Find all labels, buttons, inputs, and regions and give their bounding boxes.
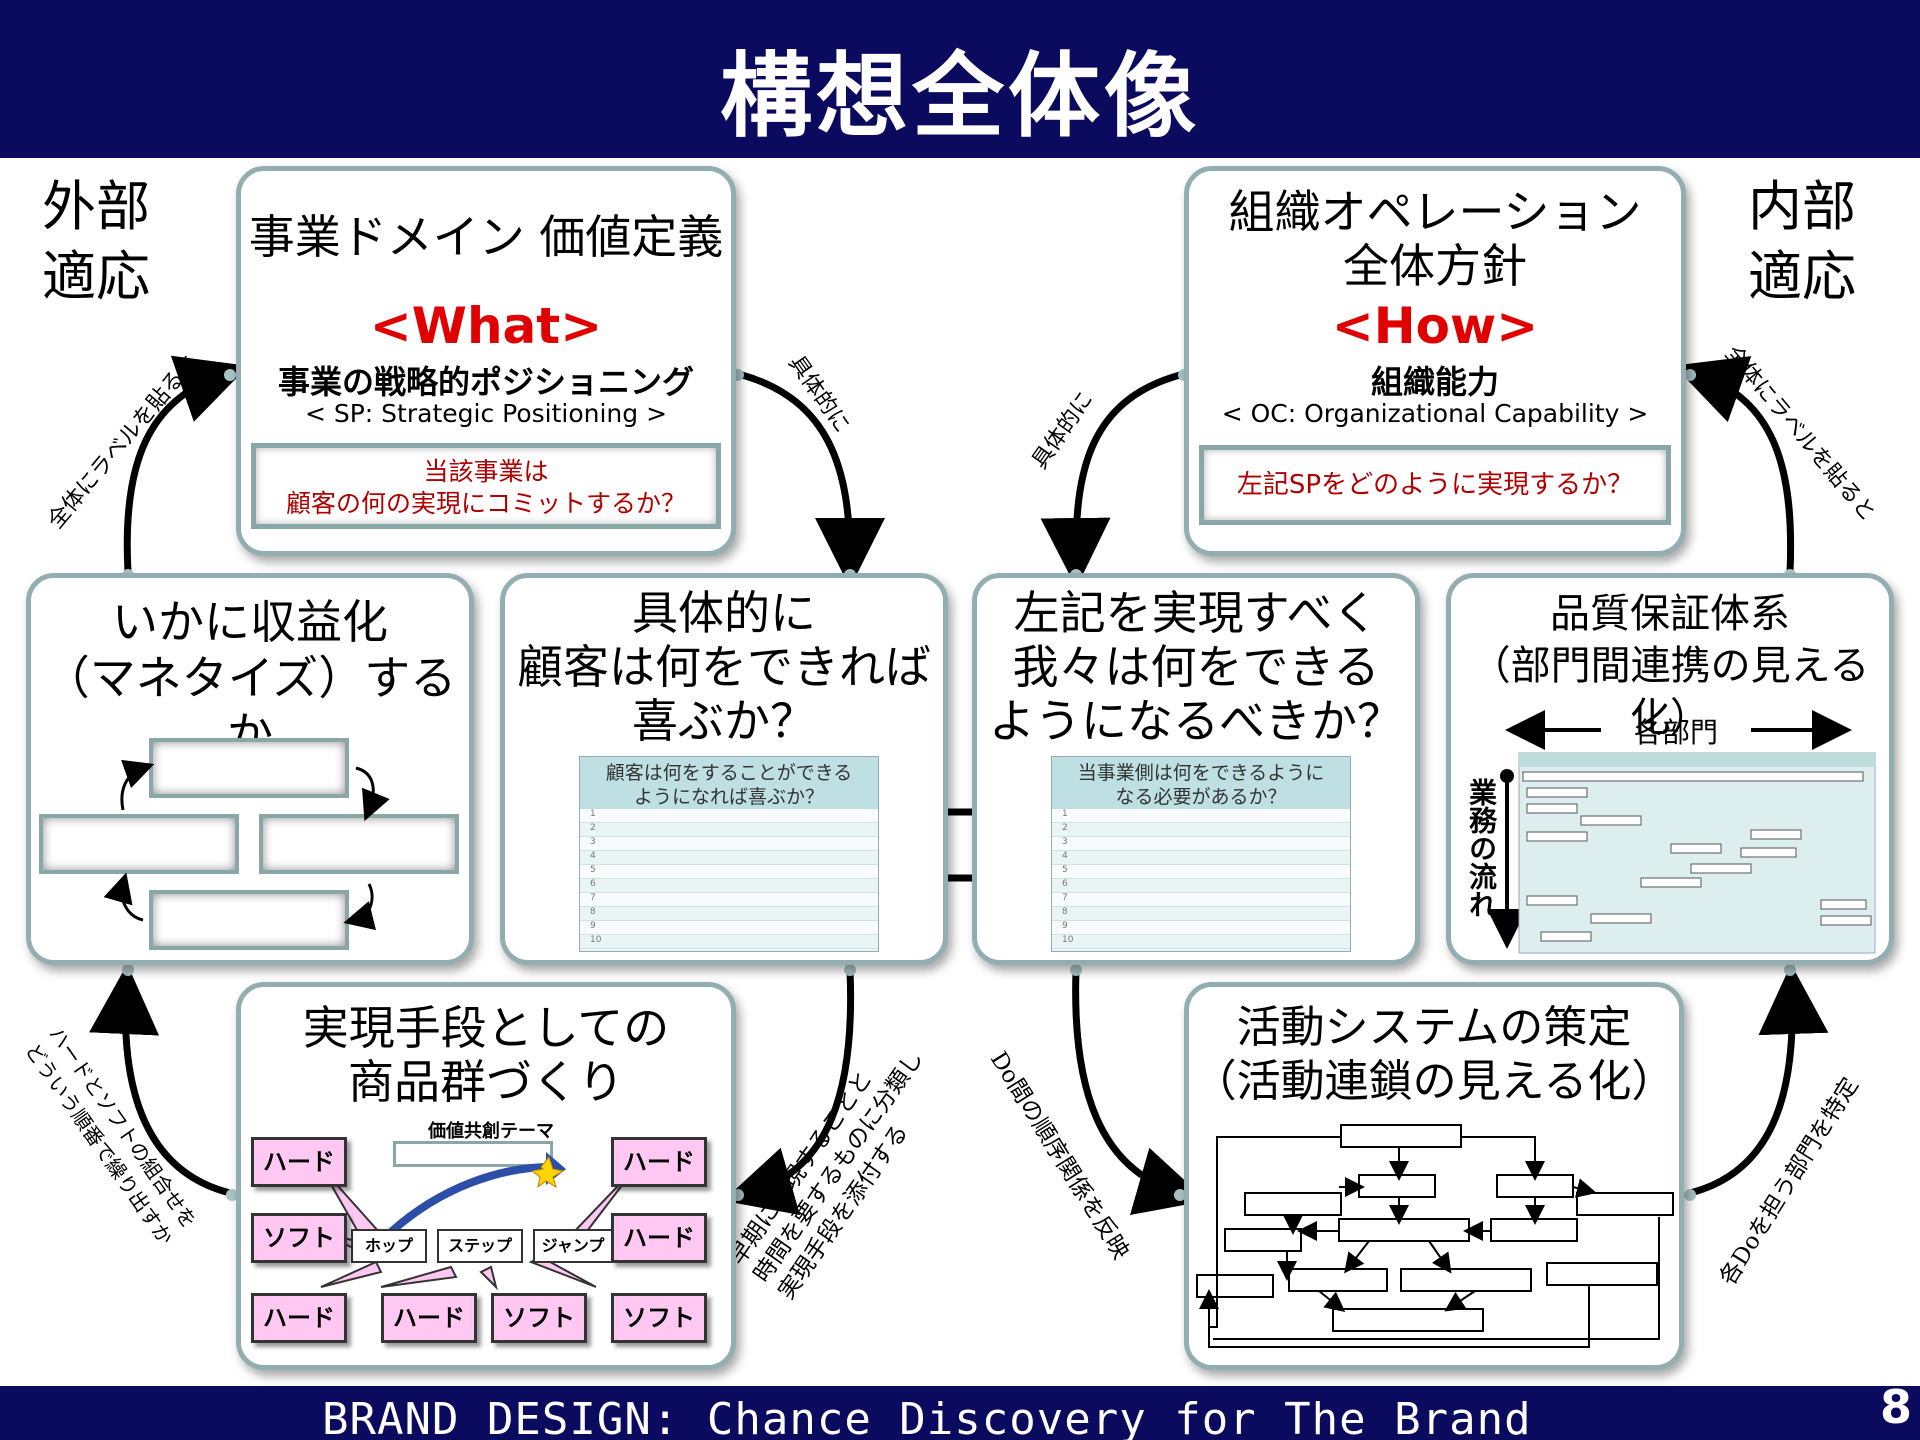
arrow-org-to-realize bbox=[1040, 371, 1181, 588]
how-tag: <How> bbox=[1331, 297, 1539, 355]
table-row: 10 bbox=[1052, 935, 1350, 949]
soft-box-3: ソフト bbox=[611, 1293, 707, 1343]
table-row: 1 bbox=[1052, 809, 1350, 823]
oc-sublabel: < OC: Organizational Capability > bbox=[1221, 399, 1649, 428]
quality-assurance-card: 品質保証体系 （部門間連携の見える化） 各部門 業務の流れ bbox=[1446, 573, 1894, 965]
internal-adaptation-label: 内部 適応 bbox=[1748, 175, 1856, 308]
arrow-domain-to-customer bbox=[741, 371, 885, 588]
commit-question-box: 当該事業は 顧客の何の実現にコミットするか？ bbox=[251, 443, 721, 529]
business-domain-card: 事業ドメイン 価値定義 <What> 事業の戦略的ポジショニング < SP: S… bbox=[236, 166, 736, 556]
table-row: 8 bbox=[1052, 907, 1350, 921]
arrow-customer-to-products bbox=[723, 969, 855, 1215]
quality-flow-diagram bbox=[1487, 710, 1876, 954]
table-row: 4 bbox=[1052, 851, 1350, 865]
soft-box-1: ソフト bbox=[251, 1213, 347, 1263]
table-row: 2 bbox=[1052, 823, 1350, 837]
how-question-box: 左記SPをどのように実現するか？ bbox=[1199, 445, 1671, 525]
hard-box-1: ハード bbox=[251, 1137, 347, 1187]
monetize-box-right bbox=[259, 814, 459, 874]
customer-joy-card: 具体的に 顧客は何をできれば 喜ぶか？ 顧客は何をすることができる ようになれば… bbox=[500, 573, 948, 965]
commit-question-line1: 当該事業は bbox=[423, 457, 549, 486]
external-adaptation-label: 外部 適応 bbox=[42, 175, 150, 308]
table-row: 3 bbox=[580, 837, 878, 851]
footer-bar bbox=[0, 1386, 1920, 1440]
quality-assurance-title: 品質保証体系 （部門間連携の見える化） bbox=[1470, 591, 1870, 741]
hard-box-4: ハード bbox=[611, 1137, 707, 1187]
arrow-monetize-to-domain bbox=[123, 355, 249, 573]
departments-label: 各部門 bbox=[1633, 716, 1718, 749]
table-row: 1 bbox=[580, 809, 878, 823]
monetize-box-left bbox=[39, 814, 239, 874]
customer-table-rows: 1 2 3 4 5 6 7 8 9 10 bbox=[580, 809, 878, 949]
what-tag: <What> bbox=[369, 297, 603, 355]
monetize-box-bottom bbox=[149, 890, 349, 950]
commit-question-line2: 顧客の何の実現にコミットするか？ bbox=[285, 489, 686, 518]
customer-table-header: 顧客は何をすることができる ようになれば喜ぶか？ bbox=[580, 757, 878, 809]
capability-table-header: 当事業側は何をできるように なる必要があるか？ bbox=[1052, 757, 1350, 809]
table-row: 9 bbox=[580, 921, 878, 935]
activity-chain-diagram bbox=[1196, 1124, 1674, 1348]
table-row: 7 bbox=[1052, 893, 1350, 907]
customer-table: 顧客は何をすることができる ようになれば喜ぶか？ 1 2 3 4 5 6 7 8… bbox=[579, 756, 879, 952]
table-row: 9 bbox=[1052, 921, 1350, 935]
hard-box-2: ハード bbox=[251, 1293, 347, 1343]
title-bar bbox=[0, 0, 1920, 158]
table-row: 8 bbox=[580, 907, 878, 921]
table-row: 5 bbox=[580, 865, 878, 879]
table-row: 5 bbox=[1052, 865, 1350, 879]
value-theme-label: 価値共創テーマ bbox=[428, 1121, 554, 1142]
arrow-realize-to-activity bbox=[1072, 969, 1207, 1215]
jump-step: ジャンプ bbox=[533, 1229, 613, 1263]
page-number: 8 bbox=[1880, 1380, 1913, 1434]
hop-step: ホップ bbox=[351, 1229, 427, 1263]
arrow-quality-to-org bbox=[1673, 356, 1795, 573]
table-row: 4 bbox=[580, 851, 878, 865]
table-row: 6 bbox=[580, 879, 878, 893]
product-group-title: 実現手段としての 商品群づくり bbox=[302, 1001, 670, 1109]
arrow-activity-to-quality bbox=[1689, 964, 1829, 1197]
hard-box-5: ハード bbox=[611, 1213, 707, 1263]
table-row: 6 bbox=[1052, 879, 1350, 893]
footer-text: BRAND DESIGN: Chance Discovery for The B… bbox=[322, 1394, 1532, 1440]
monetize-cycle-arrows bbox=[103, 759, 390, 931]
value-theme-box bbox=[393, 1141, 553, 1167]
hard-box-3: ハード bbox=[381, 1293, 477, 1343]
customer-joy-title: 具体的に 顧客は何をできれば 喜ぶか？ bbox=[517, 586, 931, 748]
business-flow-label: 業務の流れ bbox=[1465, 778, 1498, 918]
table-row: 7 bbox=[580, 893, 878, 907]
org-operation-title: 組織オペレーション 全体方針 bbox=[1228, 185, 1642, 293]
business-domain-title: 事業ドメイン 価値定義 bbox=[248, 210, 724, 264]
soft-box-2: ソフト bbox=[491, 1293, 587, 1343]
table-row: 2 bbox=[580, 823, 878, 837]
org-capability-label: 組織能力 bbox=[1370, 363, 1499, 401]
strategic-positioning-label: 事業の戦略的ポジショニング bbox=[277, 363, 694, 401]
capability-table-rows: 1 2 3 4 5 6 7 8 9 10 bbox=[1052, 809, 1350, 949]
table-row: 10 bbox=[580, 935, 878, 949]
capability-table: 当事業側は何をできるように なる必要があるか？ 1 2 3 4 5 6 7 8 … bbox=[1051, 756, 1351, 952]
org-operation-card: 組織オペレーション 全体方針 <How> 組織能力 < OC: Organiza… bbox=[1184, 166, 1686, 556]
activity-system-card: 活動システムの策定 （活動連鎖の見える化） bbox=[1184, 982, 1684, 1370]
monetize-title: いかに収益化 （マネタイズ）するか bbox=[43, 595, 457, 761]
step-step: ステップ bbox=[437, 1229, 523, 1263]
monetize-card: いかに収益化 （マネタイズ）するか bbox=[26, 573, 474, 965]
product-group-card: 実現手段としての 商品群づくり 価値共創テーマ ホップ ステップ ジャンプ ハー… bbox=[236, 982, 736, 1370]
page-title: 構想全体像 bbox=[719, 43, 1200, 150]
table-row: 3 bbox=[1052, 837, 1350, 851]
capability-need-title: 左記を実現すべく 我々は何をできる ようになるべきか？ bbox=[989, 586, 1403, 748]
capability-need-card: 左記を実現すべく 我々は何をできる ようになるべきか？ 当事業側は何をできるよう… bbox=[972, 573, 1420, 965]
activity-system-title: 活動システムの策定 （活動連鎖の見える化） bbox=[1192, 1002, 1676, 1107]
sp-sublabel: < SP: Strategic Positioning > bbox=[304, 399, 668, 428]
arrow-products-to-monetize bbox=[89, 964, 231, 1197]
